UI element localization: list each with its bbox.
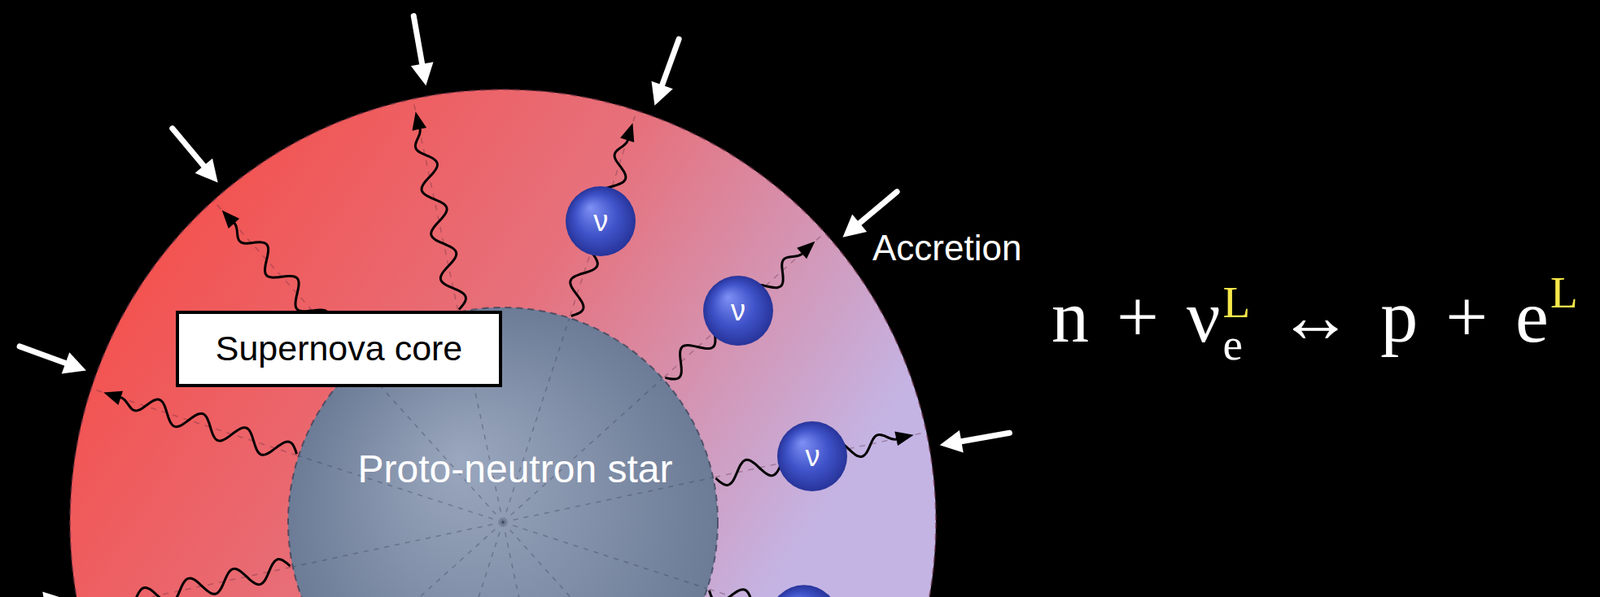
accretion-arrow-shaft xyxy=(413,16,423,70)
equation-symbol: ν xyxy=(1186,275,1221,359)
wave-arrowhead xyxy=(411,111,427,131)
accretion-arrowhead xyxy=(842,214,867,238)
equation-term: + xyxy=(1445,275,1488,359)
dashed-spoke xyxy=(359,363,503,523)
equation-symbol: ↔ xyxy=(1277,275,1353,359)
wave-arrowhead xyxy=(222,210,240,229)
neutrino-disk xyxy=(565,186,636,257)
accretion-arrowhead xyxy=(939,430,964,454)
accretion-arrow-shaft xyxy=(956,432,1010,442)
dashed-spoke xyxy=(91,389,298,456)
equation-term: eL xyxy=(1515,275,1579,359)
equation-term: n xyxy=(1051,275,1089,359)
accretion-arrowhead xyxy=(61,352,87,374)
neutrino-particle: ν xyxy=(776,420,849,493)
equation-symbol: + xyxy=(1116,275,1159,359)
accretion-arrowhead xyxy=(410,61,434,86)
superscript: L xyxy=(1550,267,1579,318)
proto-neutron-star-disk xyxy=(288,307,718,597)
script-stack: Le xyxy=(1223,281,1251,368)
supernova-core-region xyxy=(69,89,936,597)
equation-term: p xyxy=(1380,275,1418,359)
accretion-label: Accretion xyxy=(872,227,1022,270)
neutrino-emission-wave xyxy=(109,559,291,597)
dashed-spoke xyxy=(293,522,503,568)
neutrino-disk xyxy=(777,421,848,492)
wave-arrowhead xyxy=(796,241,815,259)
wave-arrowhead xyxy=(620,122,634,143)
accretion-arrow-shaft xyxy=(856,192,898,227)
equation-symbol: p xyxy=(1380,275,1418,359)
accretion-arrow-shaft xyxy=(172,128,207,171)
equation-symbol: n xyxy=(1051,275,1089,359)
label-box: Supernova core xyxy=(175,310,503,388)
dashed-spoke xyxy=(437,522,503,597)
accretion-arrowhead xyxy=(42,592,66,597)
equation-symbol: e xyxy=(1515,275,1549,359)
neutrino-particle: ν xyxy=(564,185,637,258)
accretion-arrowhead xyxy=(195,158,219,184)
wave-arrowhead xyxy=(103,391,123,406)
illustration-layer xyxy=(0,16,1010,597)
dashed-spoke xyxy=(458,313,503,523)
equation-term: + xyxy=(1116,275,1159,359)
neutrino-emission-wave xyxy=(120,397,298,455)
neutrino-particle xyxy=(769,585,840,597)
dashed-spoke xyxy=(344,522,503,597)
accretion-arrow-shaft xyxy=(660,39,680,90)
neutrino-symbol: ν xyxy=(730,293,746,328)
equation-term: νLe xyxy=(1186,275,1251,359)
star-label: Proto-neutron star xyxy=(358,446,674,492)
reaction-equation: n+νLe↔p+eL xyxy=(1051,264,1579,368)
equation-term: ↔ xyxy=(1277,275,1353,359)
neutrino-symbol: ν xyxy=(804,439,820,473)
region-label: Supernova core xyxy=(215,328,464,369)
neutrino-particle: ν xyxy=(702,275,774,347)
accretion-arrowhead xyxy=(651,81,673,106)
subscript: e xyxy=(1223,323,1251,367)
dashed-spoke xyxy=(502,522,647,597)
superscript: L xyxy=(1223,281,1251,324)
neutrino-emission-wave xyxy=(415,128,466,311)
neutrino-emission-wave xyxy=(664,253,803,381)
wave-arrowhead xyxy=(894,431,914,446)
neutrino-disk xyxy=(703,275,774,346)
dashed-spoke xyxy=(502,522,548,597)
neutrino-symbol: ν xyxy=(593,204,608,238)
accretion-arrow-shaft xyxy=(19,346,70,366)
equation-symbol: + xyxy=(1445,275,1488,359)
